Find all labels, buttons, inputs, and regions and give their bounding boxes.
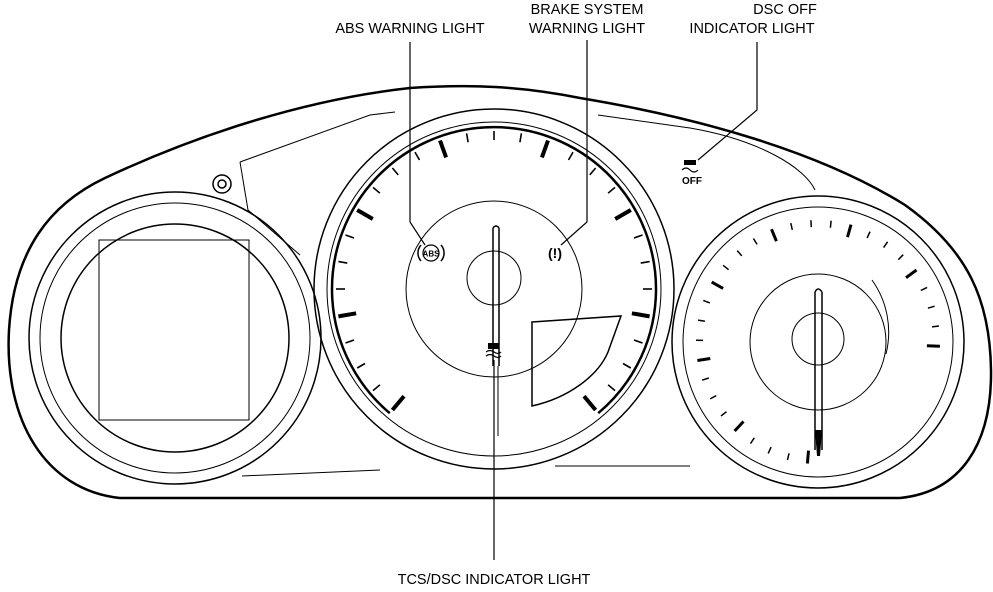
right-needle bbox=[814, 288, 823, 456]
center-tick-marks bbox=[336, 131, 652, 412]
center-tick-major bbox=[390, 394, 406, 412]
center-tick-minor bbox=[338, 260, 348, 264]
right-tick-major bbox=[697, 357, 711, 362]
right-tick-minor bbox=[920, 286, 928, 292]
brake-glyph: (!) bbox=[548, 245, 562, 261]
tcs-dsc-icon bbox=[485, 343, 502, 359]
right-tick-major bbox=[733, 420, 745, 433]
center-tick-minor bbox=[356, 362, 366, 369]
brake-warning-label-line2: WARNING LIGHT bbox=[529, 21, 645, 37]
center-tick-minor bbox=[414, 151, 421, 161]
center-tick-minor bbox=[345, 234, 355, 239]
center-display-window bbox=[531, 315, 623, 407]
right-tick-marks bbox=[695, 220, 940, 464]
center-tick-major bbox=[631, 311, 650, 319]
center-tick-minor bbox=[633, 234, 643, 239]
right-tick-minor bbox=[722, 264, 730, 271]
right-tick-minor bbox=[931, 325, 939, 328]
upper-right-bezel bbox=[597, 114, 816, 191]
right-tick-minor bbox=[897, 254, 904, 261]
center-tick-minor bbox=[372, 384, 381, 392]
center-tick-minor bbox=[465, 133, 469, 143]
center-tick-minor bbox=[607, 186, 616, 194]
right-tick-minor bbox=[767, 446, 772, 454]
right-tick-minor bbox=[752, 238, 758, 245]
center-tick-major bbox=[582, 394, 598, 412]
dsc-off-glyph: OFF bbox=[682, 176, 702, 187]
dsc-off-label-line1: DSC OFF bbox=[753, 2, 817, 18]
center-tick-minor bbox=[519, 133, 523, 143]
center-tick-minor bbox=[567, 151, 574, 161]
abs-warning-label: ABS WARNING LIGHT bbox=[335, 21, 484, 37]
center-tick-minor bbox=[640, 260, 650, 264]
abs-warning-icon: ABS bbox=[417, 244, 445, 262]
right-tick-minor bbox=[786, 453, 790, 461]
right-tick-major bbox=[770, 228, 778, 242]
center-tick-major bbox=[614, 208, 632, 221]
center-tick-minor bbox=[607, 384, 616, 392]
center-tick-minor bbox=[633, 339, 643, 344]
right-tick-minor bbox=[927, 305, 935, 309]
dsc-off-icon: OFF bbox=[681, 160, 702, 187]
abs-glyph: ABS bbox=[423, 250, 441, 259]
dsc-off-leader-line bbox=[697, 42, 758, 161]
center-tick-minor bbox=[372, 186, 381, 194]
center-tick-minor bbox=[345, 339, 355, 344]
lower-left-bezel bbox=[241, 469, 381, 477]
center-tick-major bbox=[438, 139, 448, 159]
right-tick-minor bbox=[709, 394, 717, 400]
cluster-housing bbox=[7, 84, 993, 500]
tcs-dsc-label: TCS/DSC INDICATOR LIGHT bbox=[398, 572, 591, 588]
brake-warning-label-line1: BRAKE SYSTEM bbox=[531, 2, 644, 18]
center-tick-major bbox=[540, 139, 550, 159]
right-tick-major bbox=[926, 344, 940, 348]
right-tick-minor bbox=[790, 222, 794, 231]
right-tick-major bbox=[846, 224, 853, 238]
trip-knob-icon bbox=[212, 174, 232, 194]
right-tick-major bbox=[710, 280, 724, 290]
right-tick-minor bbox=[703, 299, 711, 304]
center-tick-minor bbox=[622, 362, 632, 369]
right-tick-minor bbox=[882, 241, 889, 249]
center-tick-minor bbox=[589, 167, 597, 176]
center-tick-minor bbox=[391, 167, 399, 176]
center-tick-major bbox=[338, 311, 357, 319]
center-gauge bbox=[313, 108, 675, 470]
right-tick-minor bbox=[829, 220, 832, 228]
right-tick-minor bbox=[866, 231, 871, 239]
right-tick-minor bbox=[697, 319, 706, 323]
upper-left-bezel bbox=[239, 111, 396, 163]
brake-warning-icon: (!) bbox=[548, 245, 562, 261]
right-tick-major bbox=[905, 268, 918, 279]
brake-leader-line bbox=[560, 40, 588, 246]
right-tick-minor bbox=[701, 377, 710, 381]
right-tick-minor bbox=[720, 411, 727, 417]
center-tick-major bbox=[356, 208, 374, 221]
abs-leader-line bbox=[409, 42, 426, 246]
right-tick-major bbox=[805, 450, 810, 464]
right-gauge bbox=[671, 195, 965, 489]
dsc-off-label-line2: INDICATOR LIGHT bbox=[689, 21, 814, 37]
right-tick-minor bbox=[736, 250, 743, 257]
right-tick-minor bbox=[749, 437, 755, 445]
